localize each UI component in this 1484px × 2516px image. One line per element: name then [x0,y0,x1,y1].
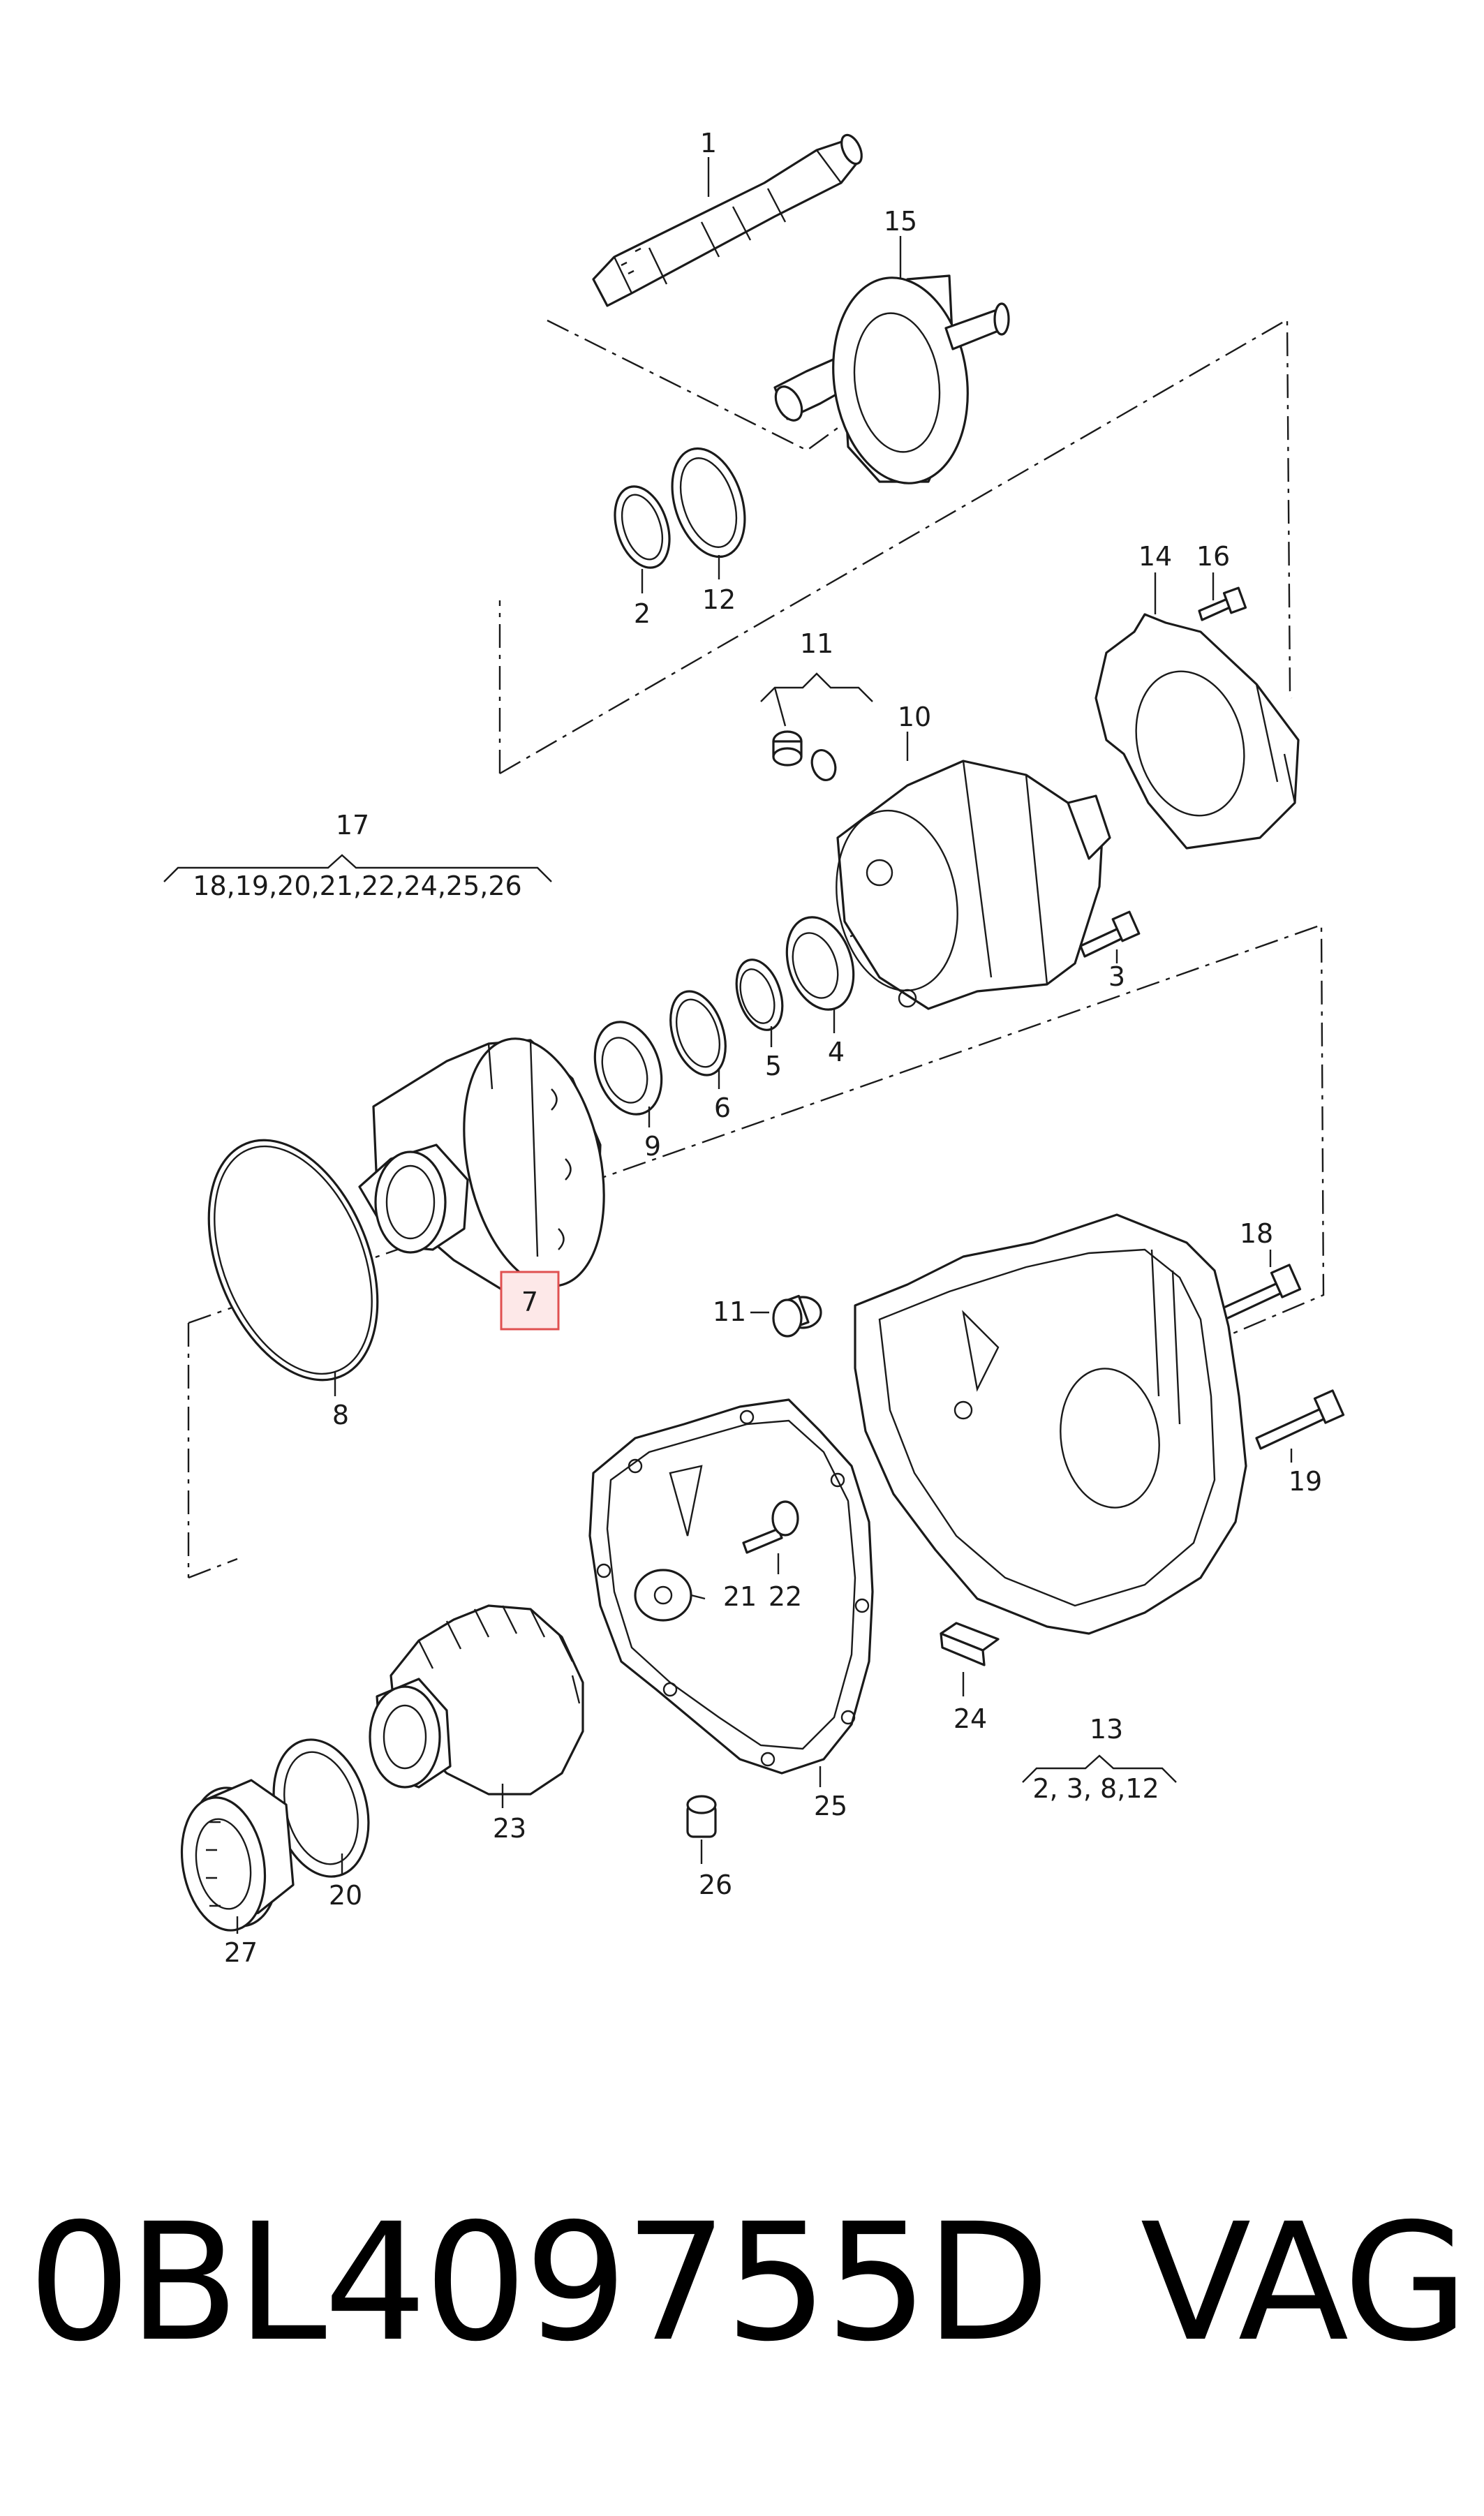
callout-21: 21 [723,1581,757,1612]
callout-5: 5 [765,1051,782,1081]
part-6-ring [669,990,727,1076]
part-14-flange [1095,613,1300,850]
callout-4: 4 [828,1037,845,1067]
part-24-key [940,1622,1000,1666]
part-19-bolt [1255,1389,1345,1450]
brand-name: VAG [1140,2189,1469,2377]
callout-11-lower: 11 [713,1296,746,1327]
callout-23: 23 [493,1813,526,1844]
callout-group-17: 18,19,20,21,22,24,25,26 [193,871,521,901]
callout-26: 26 [699,1870,732,1900]
part-11-plug-lower [772,1294,822,1338]
callout-18: 18 [1240,1218,1273,1249]
callout-leaders [163,157,1293,1934]
callout-20: 20 [329,1880,362,1911]
callout-24: 24 [954,1703,987,1734]
part-4-bearing [785,916,855,1011]
part-number: 0BL409755D [28,2189,1050,2377]
callout-group-13: 2, 3, 8,12 [1032,1773,1159,1804]
highlight-box-7 [500,1271,560,1331]
part-2-ring [614,485,671,569]
part-5-ring [735,959,784,1031]
part-26-pin [686,1795,717,1838]
callout-27: 27 [224,1937,258,1968]
callout-7: 7 [521,1287,538,1317]
callout-14: 14 [1138,541,1172,572]
part-22-bolt [742,1500,799,1554]
callout-8: 8 [332,1400,349,1430]
callout-1: 1 [700,128,717,158]
part-1-shaft [592,133,863,307]
part-8-o-ring [207,1139,379,1382]
part-18-bolt [1212,1264,1302,1324]
part-25-cover [588,1398,874,1775]
part-9-seal [593,1021,663,1116]
callout-11-top: 11 [800,628,833,659]
callout-9: 9 [644,1131,661,1162]
callout-3: 3 [1108,961,1125,992]
part-27-bearing [180,1779,295,1932]
callout-12: 12 [702,584,736,615]
part-10-housing [836,760,1111,1010]
part-21-washer [634,1569,692,1622]
callout-25: 25 [814,1791,847,1821]
callout-6: 6 [714,1093,731,1123]
callout-10: 10 [898,702,931,732]
callout-15: 15 [884,206,917,237]
callout-19: 19 [1289,1466,1322,1497]
product-caption: 0BL409755D VAG [28,2182,1469,2384]
callout-17: 17 [336,810,369,841]
callout-22: 22 [769,1581,802,1612]
callout-2: 2 [634,598,651,629]
callout-16: 16 [1196,541,1230,572]
part-11-plug-top [772,730,837,781]
part-23-gear [369,1604,584,1796]
part-3-bolt [1079,910,1141,958]
part-15-drum [773,274,1010,484]
part-12-ring [671,447,746,558]
callout-13: 13 [1090,1714,1123,1745]
part-16-bolt [1198,586,1247,621]
transmission-case [854,1213,1247,1635]
callout-labels: 1 15 2 12 14 16 11 10 17 18,19,20,21,22,… [193,128,1322,1968]
part-7-drum [358,1037,605,1300]
